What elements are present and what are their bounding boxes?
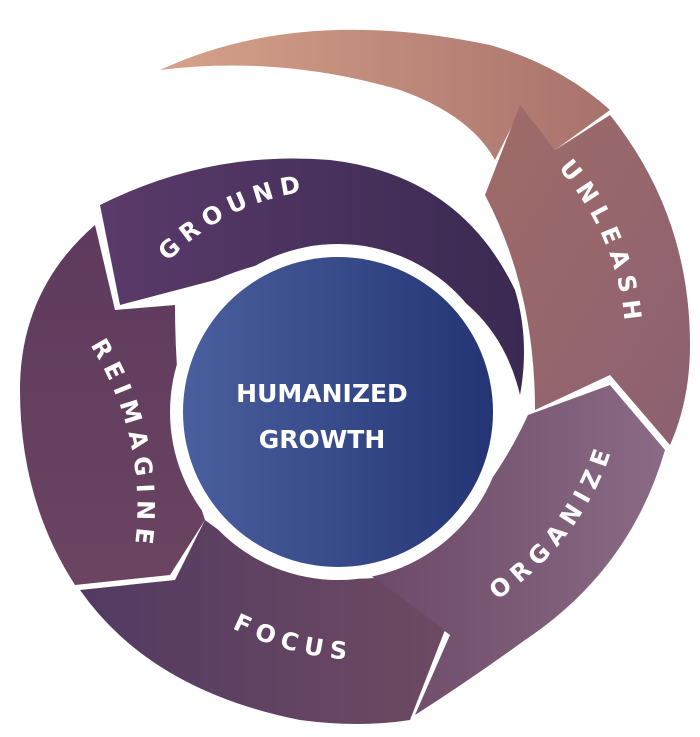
center-circle [183, 257, 493, 567]
center-title-line-2: GROWTH [259, 425, 386, 454]
reimagine-segment [20, 225, 205, 585]
focus-segment [80, 520, 445, 724]
ground-segment [100, 158, 524, 395]
top-arc-segment [160, 29, 610, 160]
center-title-line-1: HUMANIZED [236, 379, 408, 408]
organize-segment [370, 385, 665, 715]
unleash-segment [485, 105, 690, 445]
